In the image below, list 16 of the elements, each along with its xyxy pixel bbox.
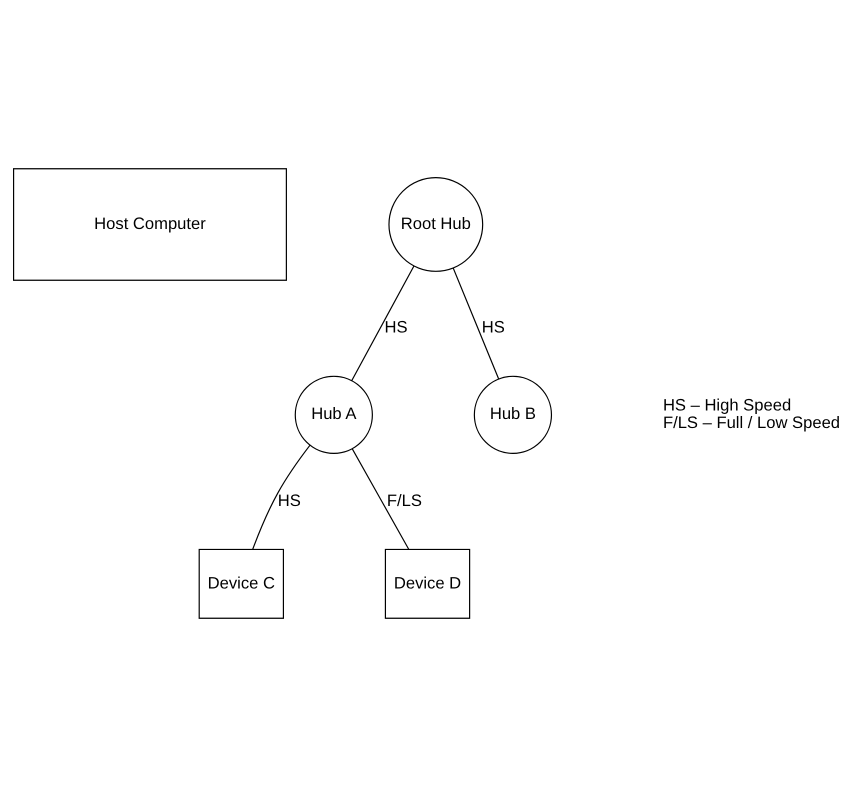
node-circle: Hub A — [294, 376, 373, 454]
connector — [351, 266, 414, 381]
label: HS – High Speed — [662, 395, 792, 414]
connector — [452, 268, 500, 379]
node-box: Device C — [198, 548, 284, 619]
edge-label: HS — [384, 318, 408, 337]
label: F/LS – Full / Low Speed — [662, 413, 840, 432]
edge-label: HS — [278, 490, 301, 510]
node-circle: Root Hub — [388, 177, 484, 272]
node-box: Device D — [384, 548, 470, 619]
connector — [352, 448, 410, 550]
node-circle: Hub B — [474, 376, 552, 454]
connector — [252, 445, 310, 550]
edge-label: HS — [482, 318, 505, 337]
node-box: Host Computer — [13, 168, 287, 281]
edge-label: F/LS — [386, 490, 422, 510]
